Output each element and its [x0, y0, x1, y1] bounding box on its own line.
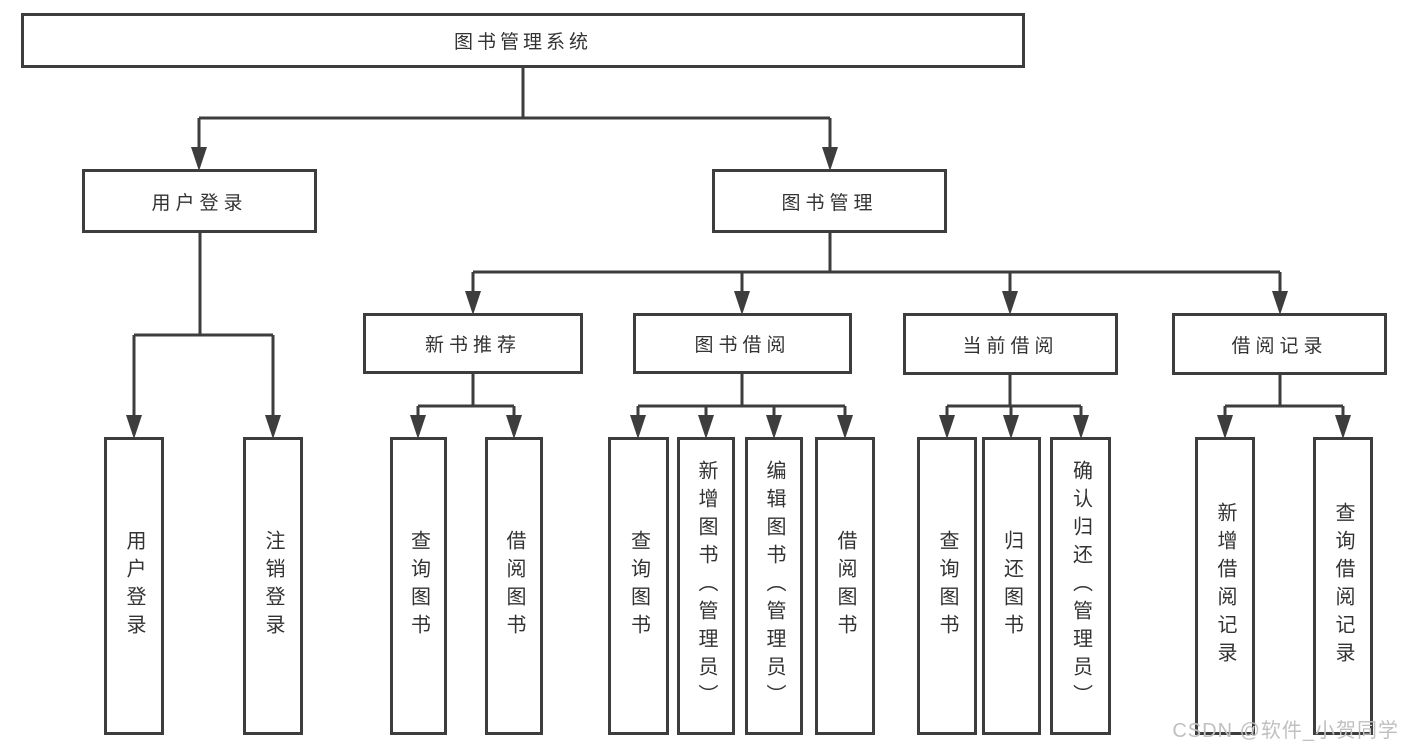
leaf-query-books-current-label: 查询图书 — [936, 530, 958, 642]
leaf-borrow-books-recommend: 借阅图书 — [485, 437, 543, 735]
csdn-watermark: CSDN @软件_小贺同学 — [1172, 720, 1399, 742]
node-book-borrowing: 图书借阅 — [633, 313, 852, 374]
leaf-query-borrow-record-label: 查询借阅记录 — [1332, 502, 1354, 670]
leaf-query-books-recommend-label: 查询图书 — [407, 530, 430, 642]
leaf-query-borrow-record: 查询借阅记录 — [1313, 437, 1373, 735]
leaf-query-books-borrow-label: 查询图书 — [627, 530, 650, 642]
leaf-user-login: 用户登录 — [104, 437, 164, 735]
leaf-user-login-label: 用户登录 — [123, 530, 145, 642]
leaf-return-book: 归还图书 — [982, 437, 1041, 735]
leaf-edit-book-admin-label: 编辑图书（管理员） — [763, 460, 785, 712]
leaf-add-borrow-record: 新增借阅记录 — [1195, 437, 1255, 735]
leaf-logout: 注销登录 — [243, 437, 303, 735]
leaf-logout-label: 注销登录 — [262, 530, 284, 642]
node-new-book-recommendation: 新书推荐 — [363, 313, 583, 374]
node-current-borrowing: 当前借阅 — [903, 313, 1118, 375]
node-user-login: 用户登录 — [82, 169, 317, 233]
leaf-borrow-books: 借阅图书 — [815, 437, 875, 735]
leaf-query-books-current: 查询图书 — [917, 437, 977, 735]
leaf-query-books-recommend: 查询图书 — [390, 437, 447, 735]
leaf-borrow-books-label: 借阅图书 — [834, 530, 856, 642]
leaf-edit-book-admin: 编辑图书（管理员） — [745, 437, 803, 735]
node-root-book-management-system: 图书管理系统 — [21, 13, 1025, 68]
leaf-confirm-return-admin-label: 确认归还（管理员） — [1069, 460, 1092, 712]
leaf-confirm-return-admin: 确认归还（管理员） — [1050, 437, 1111, 735]
leaf-query-books-borrow: 查询图书 — [608, 437, 669, 735]
leaf-add-borrow-record-label: 新增借阅记录 — [1214, 502, 1236, 670]
leaf-add-book-admin-label: 新增图书（管理员） — [695, 460, 717, 712]
leaf-borrow-books-recommend-label: 借阅图书 — [503, 530, 525, 642]
node-book-management: 图书管理 — [712, 169, 947, 233]
leaf-add-book-admin: 新增图书（管理员） — [677, 437, 735, 735]
node-borrowing-records: 借阅记录 — [1172, 313, 1387, 375]
leaf-return-book-label: 归还图书 — [1000, 530, 1023, 642]
